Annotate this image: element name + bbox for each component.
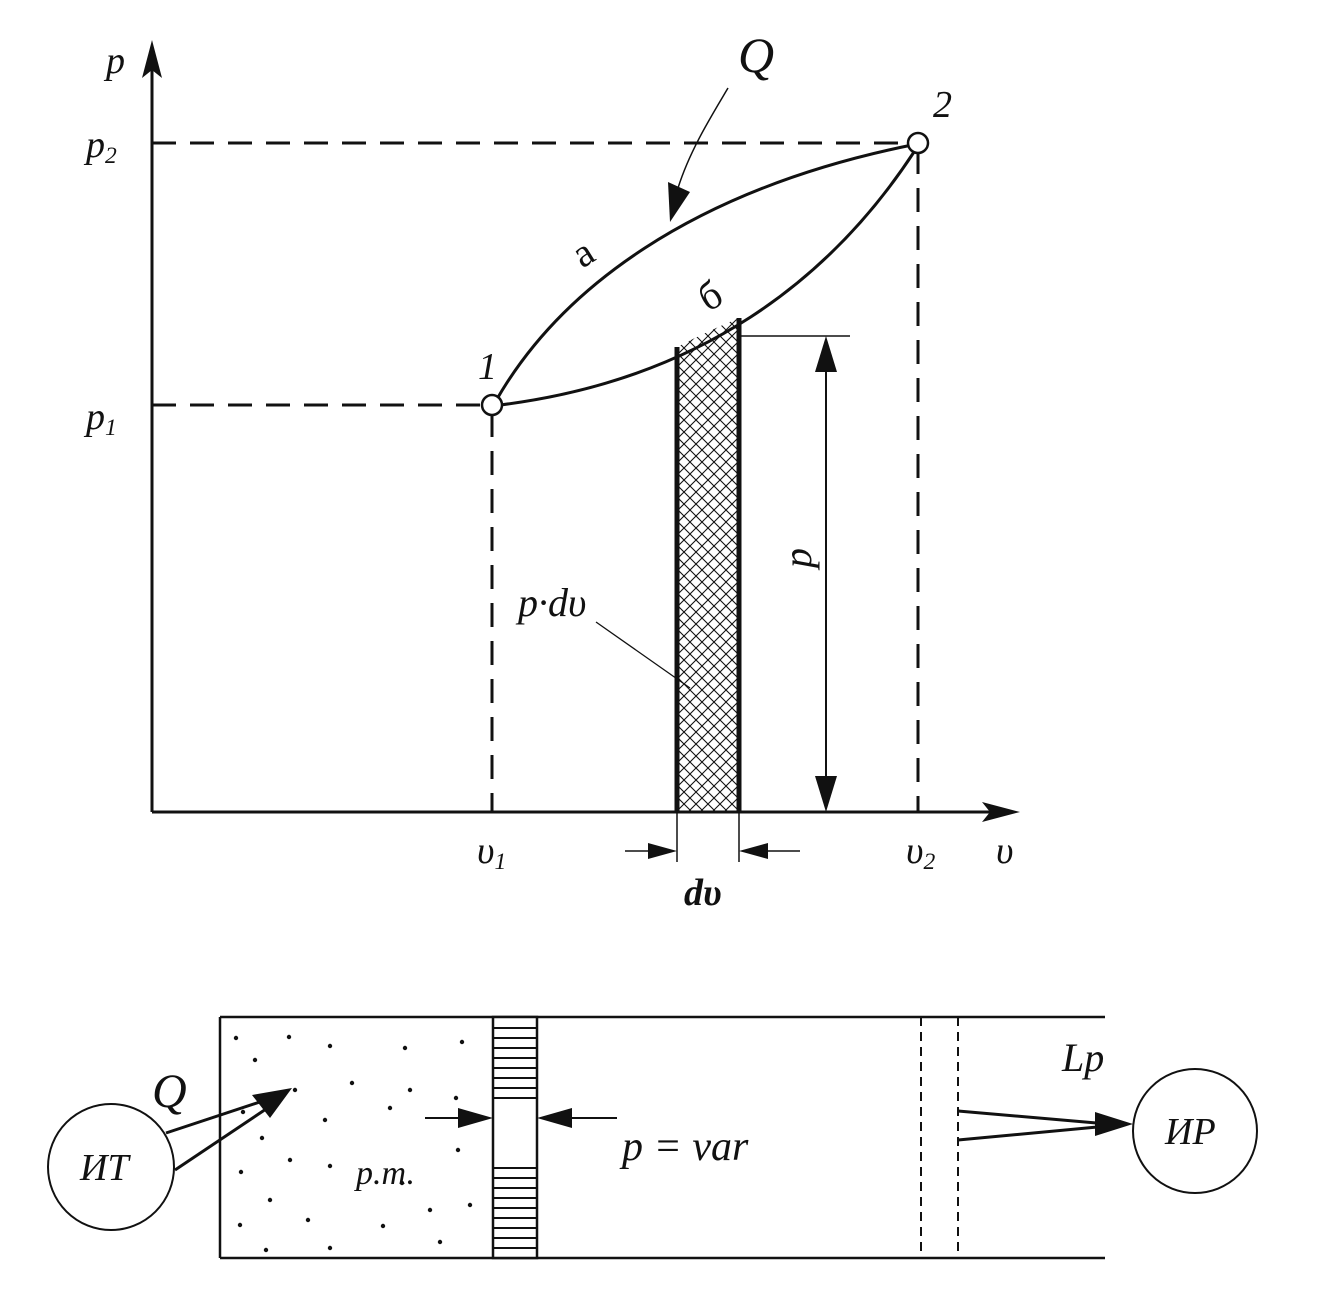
v1-tick-label: υ1 <box>477 832 506 874</box>
work-output-arrow-head <box>1095 1112 1133 1136</box>
work-receiver-circle <box>1132 1068 1258 1194</box>
work-label: Lp <box>1062 1035 1105 1080</box>
pressure-arrow-left <box>458 1108 493 1128</box>
piston <box>491 1015 539 1260</box>
curve-b <box>499 151 916 407</box>
gas-particle <box>292 1087 298 1093</box>
width-label: dυ <box>684 872 722 914</box>
work-output-line-2 <box>957 1124 1109 1142</box>
work-strip <box>674 318 742 812</box>
process-curves <box>495 143 916 407</box>
strip-leader <box>595 621 691 689</box>
v2-tick-sub: 2 <box>923 848 936 875</box>
gas-particle <box>305 1217 311 1223</box>
gas-particle <box>259 1135 265 1141</box>
p2-tick-sub: 2 <box>105 142 117 169</box>
pressure-label: p = var <box>622 1124 749 1170</box>
height-label: p <box>775 548 820 568</box>
pressure-arrows <box>425 1108 617 1128</box>
width-arrow-right <box>739 843 768 859</box>
gas-particle <box>327 1245 333 1251</box>
width-dimension <box>625 812 800 862</box>
gas-particle <box>453 1095 459 1101</box>
v-axis-label: υ <box>996 830 1014 872</box>
heat-arrow <box>668 87 729 222</box>
p2-tick-base: p <box>86 124 105 166</box>
gas-particle <box>237 1222 243 1228</box>
point-2-label: 2 <box>933 84 952 126</box>
heat-input-line-2 <box>174 1101 276 1172</box>
strip-area-label: p·dυ <box>518 580 587 625</box>
gas-particle <box>349 1080 355 1086</box>
gas-particle <box>380 1223 386 1229</box>
heat-input-line-1 <box>165 1095 276 1135</box>
p1-tick-sub: 1 <box>105 414 117 441</box>
v1-tick-sub: 1 <box>494 848 507 875</box>
gas-particle <box>287 1157 293 1163</box>
v1-tick-base: υ <box>477 830 495 872</box>
gas-particle <box>467 1202 473 1208</box>
working-body-label: р.т. <box>356 1155 415 1192</box>
state-point-1 <box>480 393 504 417</box>
state-point-2 <box>906 131 930 155</box>
final-piston-position <box>920 1017 959 1258</box>
gas-particle <box>455 1147 461 1153</box>
heat-label: Q <box>738 27 775 83</box>
gas-particle <box>407 1087 413 1093</box>
gas-particle <box>322 1117 328 1123</box>
v2-tick-base: υ <box>906 830 924 872</box>
p2-tick-label: p2 <box>86 126 117 168</box>
gas-particle <box>252 1057 258 1063</box>
work-output-line-1 <box>957 1109 1109 1126</box>
gas-particles <box>233 1034 473 1253</box>
gas-particle <box>437 1239 443 1245</box>
gas-particle <box>459 1039 465 1045</box>
strip-fill <box>677 318 739 812</box>
p-axis-arrow <box>142 40 162 78</box>
height-arrow-top <box>815 336 837 372</box>
curve-a <box>495 143 913 400</box>
gas-particle <box>286 1034 292 1040</box>
heat-source-circle <box>47 1103 175 1231</box>
gas-particle <box>402 1045 408 1051</box>
heat-input-arrow-head <box>252 1088 292 1118</box>
heat-source-label: ИТ <box>80 1147 129 1189</box>
point-1-label: 1 <box>478 346 497 388</box>
gas-particle <box>327 1163 333 1169</box>
cylinder-heat-label: Q <box>152 1065 187 1118</box>
height-arrow-bottom <box>815 776 837 812</box>
heat-arrow-line <box>677 87 729 189</box>
p-axis-label: p <box>106 40 125 82</box>
work-receiver-label: ИР <box>1165 1111 1216 1153</box>
gas-particle <box>427 1207 433 1213</box>
width-arrow-left <box>648 843 677 859</box>
p1-tick-base: p <box>86 396 105 438</box>
guide-lines <box>152 141 920 812</box>
gas-particle <box>399 1180 405 1186</box>
gas-particle <box>233 1035 239 1041</box>
v-axis-arrow <box>982 802 1020 822</box>
gas-particle <box>387 1105 393 1111</box>
gas-particle <box>240 1109 246 1115</box>
height-dimension <box>739 335 850 812</box>
piston-body <box>491 1015 539 1260</box>
axes <box>142 40 1020 822</box>
work-output-arrow <box>957 1109 1133 1142</box>
heat-input-arrow <box>165 1088 292 1172</box>
gas-particle <box>267 1197 273 1203</box>
pressure-arrow-right <box>537 1108 572 1128</box>
gas-particle <box>327 1043 333 1049</box>
gas-particle <box>238 1169 244 1175</box>
heat-arrow-head <box>668 182 690 222</box>
p1-tick-label: p1 <box>86 398 117 440</box>
v2-tick-label: υ2 <box>906 832 935 874</box>
gas-particle <box>263 1247 269 1253</box>
